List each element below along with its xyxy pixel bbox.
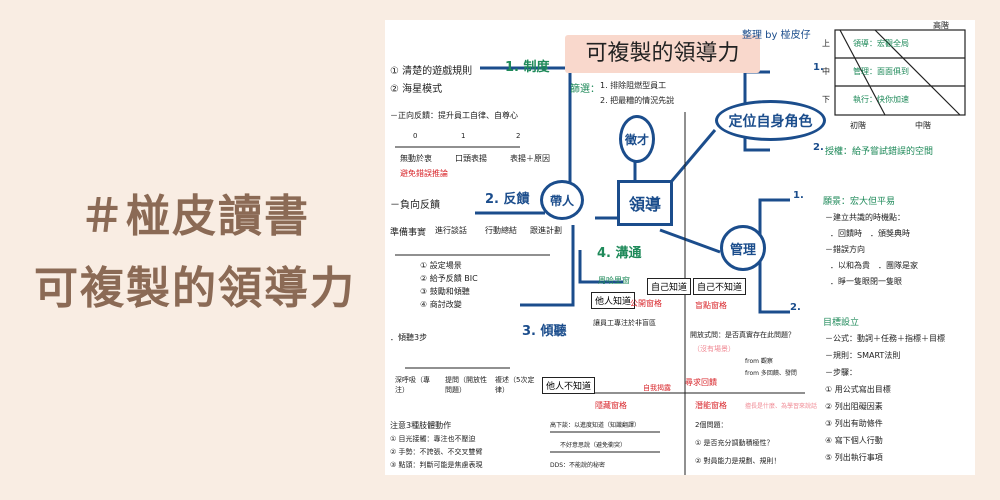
note: －錯誤方向: [825, 245, 865, 254]
substep: ③ 鼓勵和傾聽: [420, 287, 470, 296]
author-credit: 整理 by 椪皮仔: [742, 30, 811, 41]
table-level: 中: [822, 67, 830, 76]
johari-open: 公開窗格: [630, 299, 662, 308]
scale-tick: 1: [461, 132, 466, 140]
note: ② 對員能力是規劃、規則！: [695, 457, 781, 465]
johari-hidden: 隱藏窗格: [595, 401, 627, 410]
scale-tick: 2: [516, 132, 521, 140]
table-level: 上: [822, 39, 830, 48]
note: －規則：SMART法則: [825, 351, 901, 360]
table-cell: 管理：面面俱到: [853, 67, 909, 76]
substep: ① 設定場景: [420, 261, 462, 270]
johari-potential: 潛能窗格: [695, 401, 727, 410]
branch-communicate: 4. 溝通: [597, 246, 642, 261]
branch-text: 授權：給予嘗試錯誤的空間: [825, 147, 934, 157]
note: 2個問題：: [695, 421, 728, 429]
scale-label: 表揚＋原因: [510, 154, 550, 163]
johari-title: 周哈里窗: [598, 276, 630, 285]
note: －負向反饋: [390, 200, 440, 211]
note: ② 列出阻礙因素: [825, 402, 883, 411]
recruit-note: 1. 排除阻燃型員工: [600, 81, 667, 90]
substep: ④ 商討改變: [420, 300, 462, 309]
warning-note: 避免錯誤推論: [400, 169, 448, 178]
johari-header: 自己知道: [647, 278, 692, 295]
recruit-note: 2. 把最糟的情況先說: [600, 96, 675, 105]
table-level: 下: [822, 95, 830, 104]
note: 擅長是什麼、為學習來說話: [745, 403, 818, 410]
scale-label: 提問（開放性問題）: [445, 376, 487, 394]
branch-number: 2.: [790, 302, 801, 313]
note: 高下談：以進度知道（知識翻譯）: [550, 422, 641, 429]
note: ．回饋時 ．頒獎典時: [830, 229, 910, 238]
note: ③ 列出有助條件: [825, 419, 883, 428]
recruit-label: 篩選：: [570, 84, 600, 95]
table-cell: 執行：快你加速: [853, 95, 909, 104]
note: ① 用公式寫出目標: [825, 385, 891, 394]
johari-header: 他人知道: [591, 292, 636, 309]
note: 開放式問：是否真實存在此問題？: [690, 331, 795, 339]
note: －公式：動詞＋任務＋指標＋目標: [825, 334, 945, 343]
scale-label: 複述（5次定律）: [495, 376, 535, 394]
note: －正向反饋：提升員工自律、自尊心: [390, 111, 518, 120]
branch-feedback: 2. 反饋: [485, 192, 530, 207]
johari-blind: 盲點窗格: [695, 301, 727, 310]
hero-banner: ＃椪皮讀書 可複製的領導力: [0, 0, 390, 500]
table-label: 高階: [933, 21, 949, 30]
step: 跟進計劃: [530, 226, 562, 235]
note: ④ 寫下個人行動: [825, 436, 883, 445]
note: ．睜一隻眼閉一隻眼: [830, 277, 902, 286]
step: 行動總結: [485, 226, 517, 235]
note: from 多回饋、發問: [745, 370, 797, 377]
note: 注意3種肢體動作: [390, 421, 452, 430]
branch-number: 2.: [813, 142, 824, 153]
note: ．以和為貴 ．團隊是家: [830, 261, 918, 270]
note: －建立共識的時機點：: [825, 213, 905, 222]
note: ② 手勢：不誇張、不交叉雙臂: [390, 448, 483, 456]
scale-label: 口頭表揚: [455, 154, 487, 163]
node-lead-people: 帶人: [540, 180, 584, 220]
goal-title: 目標設立: [823, 318, 860, 328]
scale-label: 無動於衷: [400, 154, 432, 163]
center-node-lead: 領導: [617, 180, 673, 226]
ask-feedback: 尋求回饋: [685, 378, 717, 387]
note: DDS：不能說的秘密: [550, 462, 606, 469]
johari-header: 自己不知道: [693, 278, 747, 295]
note: 讓員工專注於非盲區: [593, 319, 656, 327]
note: 不好意思說（避免衝突）: [560, 442, 627, 449]
book-title: 可複製的領導力: [34, 263, 356, 314]
table-label: 中階: [915, 121, 931, 130]
note: ③ 點頭：判斷可能是焦慮表現: [390, 461, 483, 469]
substep: ② 給予反饋 BIC: [420, 274, 478, 283]
note: ．傾聽3步: [390, 333, 428, 342]
scale-tick: 0: [413, 132, 418, 140]
note: from 觀察: [745, 358, 773, 365]
hashtag-title: ＃椪皮讀書: [80, 191, 310, 242]
scale-label: 深呼吸（專注）: [395, 376, 430, 394]
step: 進行談話: [435, 226, 467, 235]
mind-map-image: 可複製的領導力 整理 by 椪皮仔 領導 徵才 帶人 定位自身角色 管理 篩選：…: [385, 20, 975, 475]
note: ② 海星模式: [390, 84, 443, 95]
mind-map-title: 可複製的領導力: [565, 35, 760, 73]
note: ① 清楚的遊戲規則: [390, 66, 473, 77]
vision-title: 願景：宏大但平易: [823, 197, 896, 207]
johari-header: 他人不知道: [542, 377, 596, 394]
node-role: 定位自身角色: [715, 100, 826, 141]
table-label: 初階: [850, 121, 866, 130]
note: －步驟：: [825, 368, 857, 377]
node-recruit: 徵才: [619, 115, 655, 163]
note: ① 目光接觸：專注也不壓迫: [390, 435, 476, 443]
step: 準備事實: [390, 228, 427, 238]
branch-number: 1.: [793, 190, 804, 201]
note: ⑤ 列出執行事項: [825, 453, 883, 462]
branch-system: 1. 制度: [505, 60, 550, 75]
self-disclosure: 自我揭露: [643, 384, 671, 392]
note: （沒有場景）: [693, 345, 735, 353]
node-manage: 管理: [720, 225, 766, 271]
table-cell: 領導：宏觀全局: [853, 39, 909, 48]
note: ① 是否充分調動積極性？: [695, 439, 774, 447]
branch-listen: 3. 傾聽: [522, 324, 567, 339]
mind-map-lines: [395, 29, 966, 475]
branch-number: 1.: [813, 62, 824, 73]
